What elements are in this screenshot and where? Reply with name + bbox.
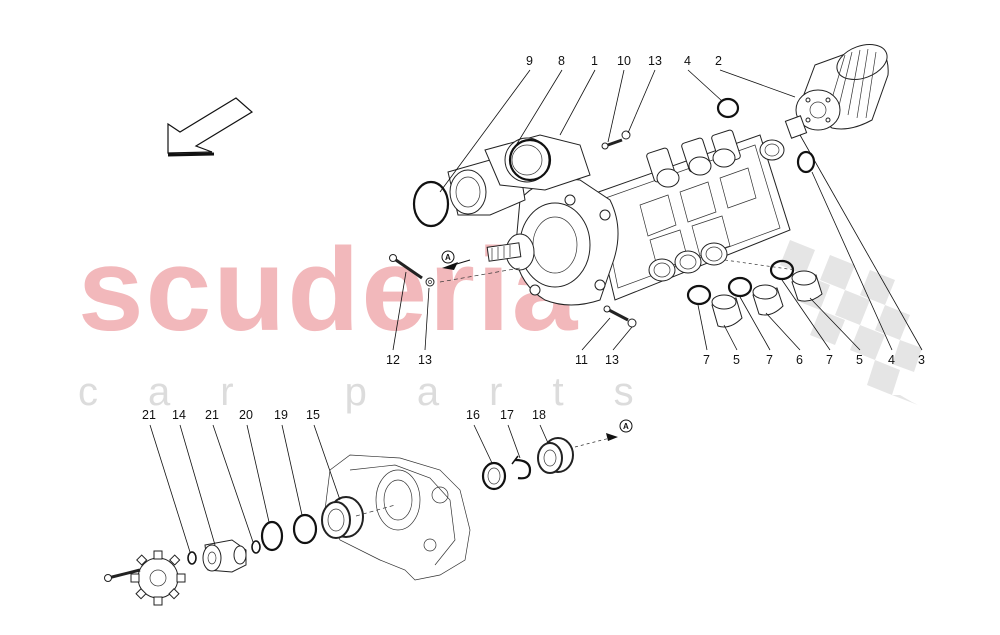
callout-1: 1 — [591, 54, 598, 68]
sleeve-5-right — [791, 270, 823, 302]
watermark-brand: scuderia — [78, 224, 579, 356]
reference-marker-a-top: A — [441, 250, 471, 270]
o-ring-7-b — [727, 276, 753, 298]
callout-7-b: 7 — [766, 353, 773, 367]
leader-lines — [149, 69, 923, 553]
circlip-20 — [260, 520, 284, 552]
callouts-bottom: 21 14 21 20 19 15 16 17 18 — [142, 408, 546, 422]
seal-18 — [537, 437, 574, 474]
svg-text:A: A — [445, 253, 451, 262]
hub-14 — [202, 539, 247, 573]
oil-pump-assembly — [389, 44, 889, 328]
callout-16: 16 — [466, 408, 480, 422]
pump-ports — [648, 242, 728, 282]
callout-11: 11 — [575, 353, 588, 367]
callout-21-right: 21 — [205, 408, 219, 422]
pump-front-housing — [486, 178, 619, 306]
watermark-sub: car parts — [78, 370, 684, 414]
callout-3: 3 — [918, 353, 925, 367]
o-ring-4-right — [796, 150, 816, 174]
callout-6: 6 — [796, 353, 803, 367]
ring-19 — [292, 513, 318, 545]
callout-18: 18 — [532, 408, 546, 422]
seal-ring-9 — [412, 180, 450, 228]
ring-16 — [481, 461, 507, 491]
callout-7-a: 7 — [703, 353, 710, 367]
callout-17: 17 — [500, 408, 514, 422]
callout-10: 10 — [617, 54, 631, 68]
callout-21-left: 21 — [142, 408, 156, 422]
gear-bolt — [104, 568, 141, 582]
pump-upper-housing — [447, 134, 591, 216]
bolt-11 — [603, 305, 637, 328]
callout-2: 2 — [715, 54, 722, 68]
callout-13-top: 13 — [648, 54, 662, 68]
sleeve-6 — [752, 284, 784, 316]
checkered-flag-icon — [780, 240, 922, 405]
lower-assembly — [104, 437, 611, 606]
ring-21-left — [187, 551, 197, 565]
sleeve-5-left — [711, 294, 743, 328]
seal-ring-8 — [508, 138, 552, 182]
bolt-12 — [389, 254, 435, 287]
callouts-top: 9 8 1 10 13 4 2 — [526, 54, 722, 68]
direction-arrow-icon — [167, 97, 254, 157]
callout-13-right: 13 — [605, 353, 619, 367]
ring-21-right — [251, 540, 261, 554]
callout-9: 9 — [526, 54, 533, 68]
callout-13-left: 13 — [418, 353, 432, 367]
callout-8: 8 — [558, 54, 565, 68]
callout-7-c: 7 — [826, 353, 833, 367]
oil-filter — [784, 44, 889, 139]
callout-19: 19 — [274, 408, 288, 422]
callout-12: 12 — [386, 353, 400, 367]
clip-17 — [511, 455, 532, 480]
callout-20: 20 — [239, 408, 253, 422]
callouts-mid: 12 13 11 13 7 5 7 6 7 5 4 3 — [386, 353, 925, 367]
o-ring-4-top — [716, 97, 740, 119]
callout-15: 15 — [306, 408, 320, 422]
drive-gear — [130, 550, 186, 606]
callout-14: 14 — [172, 408, 186, 422]
callout-4-right: 4 — [888, 353, 895, 367]
reference-marker-a-bottom: A — [606, 419, 633, 441]
pump-boss — [646, 129, 785, 188]
bolt-10 — [601, 130, 631, 150]
seal-15 — [321, 496, 364, 539]
callout-5-a: 5 — [733, 353, 740, 367]
callout-5-b: 5 — [856, 353, 863, 367]
o-ring-7-a — [686, 284, 712, 306]
callout-4-top: 4 — [684, 54, 691, 68]
svg-text:A: A — [623, 422, 629, 431]
